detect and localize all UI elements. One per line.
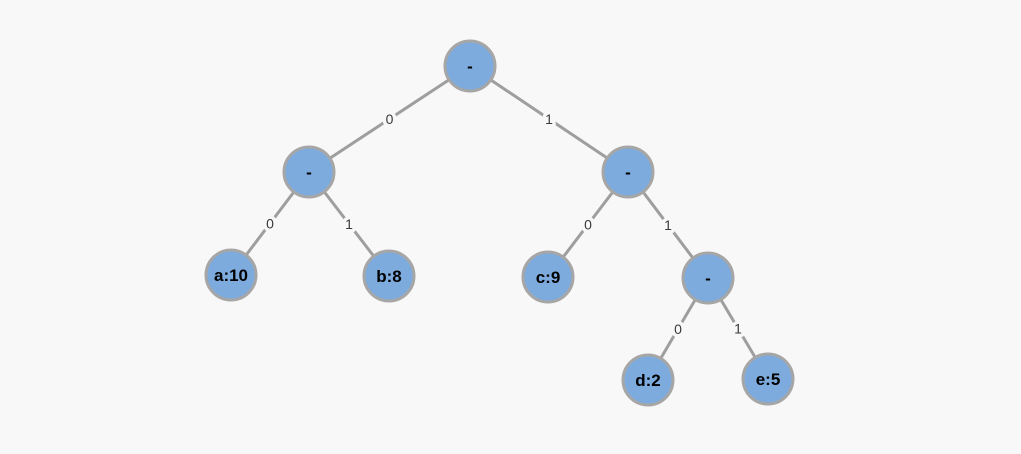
leaf-node-circle-d	[621, 353, 675, 407]
node-label-e: e:5	[756, 370, 781, 389]
edge-label-n1-n11: 1	[664, 217, 672, 233]
internal-node-circle-n0	[282, 145, 336, 199]
edge-label-n0-a: 0	[266, 216, 274, 232]
tree-node-c[interactable]: c:9	[521, 250, 575, 304]
node-label-n0: -	[306, 163, 312, 182]
node-label-n1: -	[625, 163, 631, 182]
internal-node-circle-n11	[681, 251, 735, 305]
node-label-b: b:8	[376, 267, 402, 286]
edge-root-n0	[308, 64, 471, 174]
node-label-root: -	[467, 57, 473, 76]
tree-node-b[interactable]: b:8	[362, 249, 416, 303]
internal-node-circle-root	[443, 39, 497, 93]
internal-node-circle-n1	[601, 145, 655, 199]
edge-label-n11-e: 1	[734, 321, 742, 337]
tree-node-n0[interactable]: -	[282, 145, 336, 199]
tree-node-n1[interactable]: -	[601, 145, 655, 199]
node-label-d: d:2	[635, 371, 661, 390]
node-label-c: c:9	[536, 268, 561, 287]
tree-node-e[interactable]: e:5	[741, 352, 795, 406]
edge-label-n11-d: 0	[674, 321, 682, 337]
node-label-a: a:10	[214, 266, 248, 285]
leaf-node-circle-c	[521, 250, 575, 304]
edge-label-root-n1: 1	[545, 111, 553, 127]
tree-node-d[interactable]: d:2	[621, 353, 675, 407]
edge-label-root-n0: 0	[386, 111, 394, 127]
leaf-node-circle-e	[741, 352, 795, 406]
nodes-layer: - - - a:10 b:8 c:9 - d:2 e:5	[204, 39, 795, 407]
leaf-node-circle-a	[204, 248, 258, 302]
edge-root-n1	[469, 64, 629, 174]
tree-node-a[interactable]: a:10	[204, 248, 258, 302]
leaf-node-circle-b	[362, 249, 416, 303]
tree-node-n11[interactable]: -	[681, 251, 735, 305]
node-label-n11: -	[705, 269, 711, 288]
edge-label-n0-b: 1	[345, 216, 353, 232]
edges-layer	[229, 64, 770, 381]
edge-label-n1-c: 0	[584, 217, 592, 233]
tree-node-root[interactable]: -	[443, 39, 497, 93]
edge-labels-layer: 0 1 0 1 0 1 0 1	[263, 108, 746, 341]
